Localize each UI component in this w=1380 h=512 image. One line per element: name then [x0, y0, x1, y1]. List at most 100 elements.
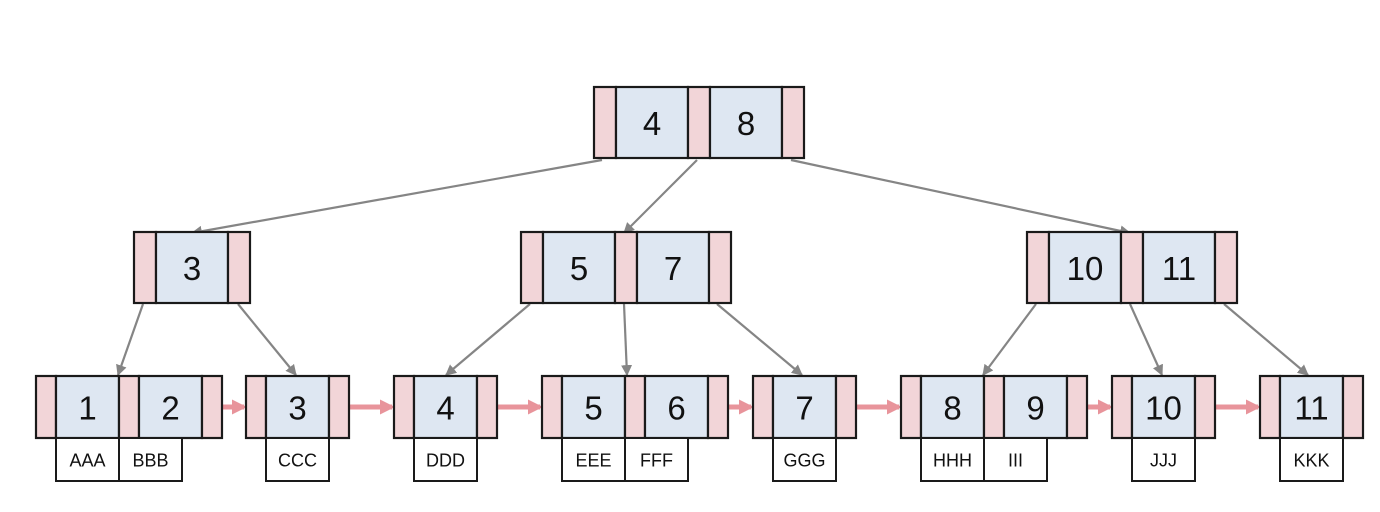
pointer-slot	[899, 374, 923, 440]
key-label: 1	[78, 390, 96, 427]
value-cell	[983, 437, 1048, 482]
value-cell	[118, 437, 183, 482]
child-edge	[790, 158, 1132, 237]
key-label: 11	[1294, 390, 1328, 427]
value-cell	[413, 437, 478, 482]
pointer-slot	[1119, 230, 1145, 305]
value-label: JJJ	[1150, 451, 1177, 471]
pointer-slot	[1213, 230, 1239, 305]
pointer-slot	[200, 374, 224, 440]
pointer-slot	[226, 230, 252, 305]
key-cell	[264, 374, 331, 440]
pointer-slot	[519, 230, 545, 305]
key-label: 7	[795, 390, 813, 427]
key-label: 2	[161, 390, 179, 427]
pointer-slot	[1258, 374, 1282, 440]
key-label: 4	[436, 390, 454, 427]
pointer-slot	[1025, 230, 1051, 305]
key-cell	[560, 374, 627, 440]
key-label: 10	[1145, 390, 1182, 427]
pointer-slot	[592, 85, 618, 160]
key-cell	[1002, 374, 1069, 440]
key-label: 6	[667, 390, 685, 427]
child-edge	[982, 303, 1037, 376]
child-edge	[237, 303, 297, 376]
value-label: BBB	[132, 451, 168, 471]
pointer-slot	[982, 374, 1006, 440]
key-label: 8	[943, 390, 961, 427]
pointer-slot	[117, 374, 141, 440]
child-edge	[116, 303, 145, 377]
pointer-slot	[751, 374, 775, 440]
value-cell	[1131, 437, 1196, 482]
value-cell	[1279, 437, 1344, 482]
value-label: DDD	[426, 451, 465, 471]
pointer-slot	[392, 374, 416, 440]
child-edge	[621, 303, 633, 377]
child-edge	[1223, 303, 1309, 376]
value-label: AAA	[69, 451, 105, 471]
key-label: 5	[584, 390, 602, 427]
value-cell	[624, 437, 689, 482]
value-label: HHH	[933, 451, 972, 471]
pointer-slot	[834, 374, 858, 440]
pointer-slot	[686, 85, 712, 160]
value-cell	[772, 437, 837, 482]
pointer-slot	[780, 85, 806, 160]
child-edge	[445, 303, 531, 376]
pointer-slot	[327, 374, 351, 440]
pointer-slot	[706, 374, 730, 440]
pointer-slot	[475, 374, 499, 440]
internal-node: 10 11	[1025, 230, 1239, 305]
pointer-slot	[132, 230, 158, 305]
pointer-slot	[1341, 374, 1365, 440]
key-label: 9	[1026, 390, 1044, 427]
key-cell	[643, 374, 710, 440]
pointer-slot	[244, 374, 268, 440]
child-edge	[1128, 303, 1164, 377]
key-label: 3	[183, 250, 201, 287]
child-edges	[116, 158, 1309, 377]
pointer-slot	[1065, 374, 1089, 440]
key-cell	[1047, 230, 1123, 305]
key-label: 10	[1067, 250, 1104, 287]
value-label: III	[1008, 451, 1023, 471]
key-label: 4	[643, 105, 661, 142]
child-edge	[623, 159, 698, 234]
pointer-slot	[540, 374, 564, 440]
value-label: FFF	[640, 451, 673, 471]
pointer-slot	[623, 374, 647, 440]
child-edge	[716, 303, 803, 376]
pointer-slot	[1110, 374, 1134, 440]
key-label: 7	[664, 250, 682, 287]
value-cell	[55, 437, 120, 482]
key-cell	[1130, 374, 1197, 440]
value-label: KKK	[1293, 451, 1329, 471]
key-label: 3	[288, 390, 306, 427]
value-label: CCC	[278, 451, 317, 471]
pointer-slot	[1193, 374, 1217, 440]
value-label: EEE	[575, 451, 611, 471]
pointer-slot	[613, 230, 639, 305]
child-edge	[190, 158, 603, 237]
key-label: 8	[737, 105, 755, 142]
key-label: 5	[570, 250, 588, 287]
key-cell	[541, 230, 617, 305]
pointer-slot	[707, 230, 733, 305]
key-cell	[54, 374, 121, 440]
pointer-slot	[34, 374, 58, 440]
value-cell	[265, 437, 330, 482]
key-label: 11	[1162, 250, 1196, 287]
value-cell	[561, 437, 626, 482]
